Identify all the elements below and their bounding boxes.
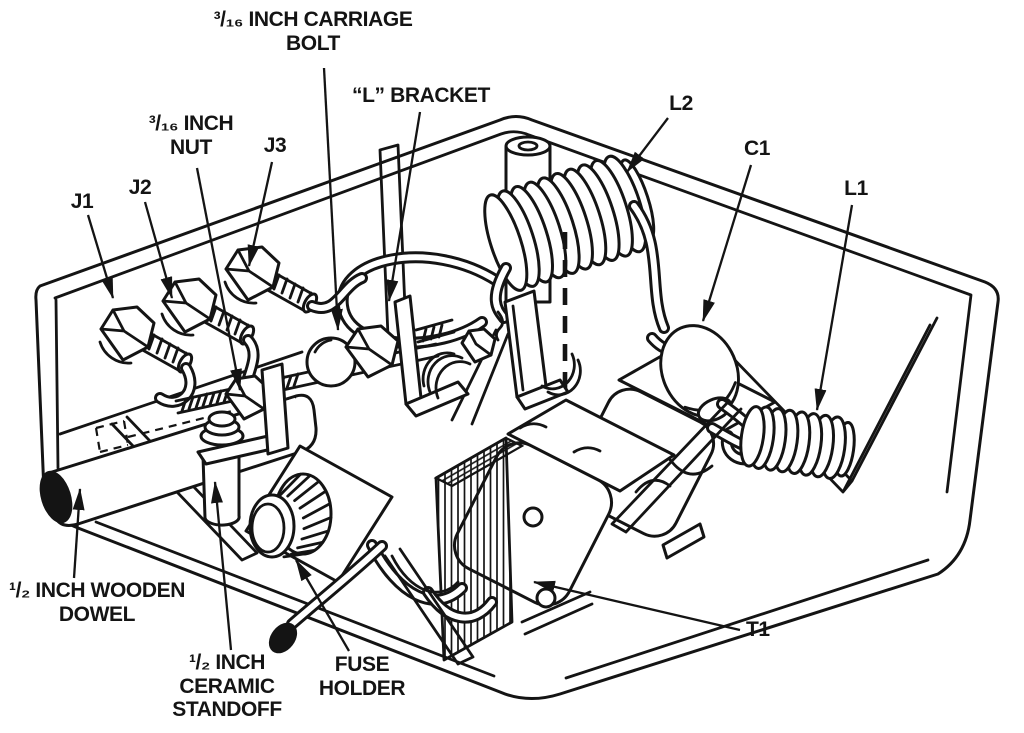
leader-t1	[533, 580, 741, 632]
label-ceramic-standoff: ¹/₂ INCH CERAMIC STANDOFF	[172, 651, 282, 722]
label-l1: L1	[844, 177, 868, 200]
label-wooden-dowel: ¹/₂ INCH WOODEN DOWEL	[9, 579, 185, 626]
leader-l-bracket	[386, 111, 422, 302]
leader-dowel	[72, 488, 85, 579]
leader-j3	[247, 161, 274, 267]
fuse-holder	[244, 444, 394, 584]
knurl-ribs	[278, 472, 333, 559]
l-bracket-2	[393, 294, 472, 418]
label-l-bracket: “L” BRACKET	[352, 84, 490, 107]
wire-loop	[336, 251, 503, 349]
leader-l2	[626, 117, 669, 173]
jack-j3	[223, 245, 368, 314]
notch-edge-front-center	[383, 399, 743, 666]
carriage-bolt	[305, 336, 357, 388]
label-l2: L2	[669, 92, 693, 115]
chassis-left-inner-edge	[54, 298, 60, 470]
leader-carriage-bolt	[322, 67, 343, 331]
hidden-lines	[94, 395, 297, 454]
leader-l1	[814, 204, 854, 411]
leader-c1	[701, 164, 753, 322]
label-nut: ³/₁₆ INCH NUT	[148, 112, 234, 159]
label-t1: T1	[746, 618, 770, 641]
l-bracket-3	[503, 289, 582, 411]
leader-j2	[143, 201, 174, 299]
label-j2: J2	[128, 176, 152, 199]
power-cable	[268, 540, 388, 654]
label-j3: J3	[263, 134, 287, 157]
chassis-floor-lip	[94, 520, 930, 680]
coil-l1	[739, 405, 856, 480]
label-fuse-holder: FUSE HOLDER	[318, 653, 406, 700]
label-carriage-bolt: ³/₁₆ INCH CARRIAGE BOLT	[213, 8, 413, 55]
label-j1: J1	[70, 190, 94, 213]
leader-standoff	[211, 481, 233, 651]
leader-nut	[195, 167, 242, 391]
ceramic-standoff	[196, 362, 290, 527]
chassis-inner-rim	[53, 130, 973, 494]
jack-j1	[98, 305, 197, 408]
bracket1-riser	[260, 362, 290, 456]
rod-nut-2	[460, 327, 497, 364]
label-c1: C1	[743, 137, 771, 160]
leader-fuse	[295, 559, 350, 652]
coil-l2	[483, 154, 656, 292]
coil-l2-leads	[450, 200, 670, 426]
leader-j1	[86, 214, 115, 299]
leader-lines	[72, 67, 854, 652]
wooden-dowel	[39, 393, 318, 527]
